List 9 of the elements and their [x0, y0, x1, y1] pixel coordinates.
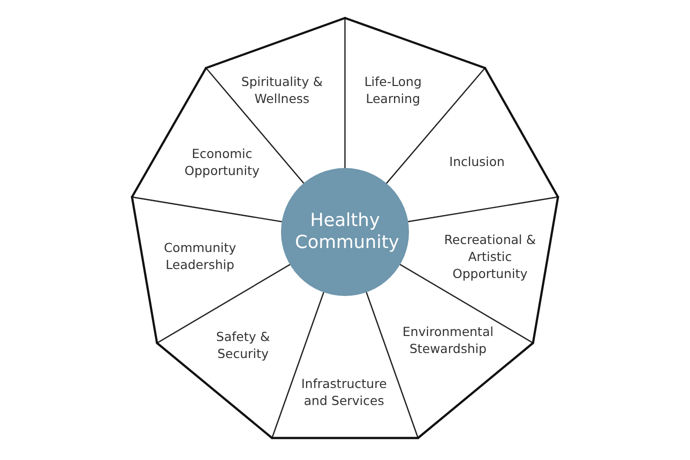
- segment-label: Community Leadership: [155, 239, 245, 273]
- segment-label: Life-Long Learning: [348, 73, 438, 107]
- segment-label: Inclusion: [432, 152, 522, 170]
- segment-label: Safety & Security: [203, 328, 283, 362]
- segment-label: Recreational & Artistic Opportunity: [440, 230, 540, 282]
- segment-label: Infrastructure and Services: [294, 375, 394, 409]
- segment-label: Environmental Stewardship: [393, 323, 503, 357]
- segment-label: Economic Opportunity: [177, 145, 267, 179]
- segment-label: Spirituality & Wellness: [232, 73, 332, 107]
